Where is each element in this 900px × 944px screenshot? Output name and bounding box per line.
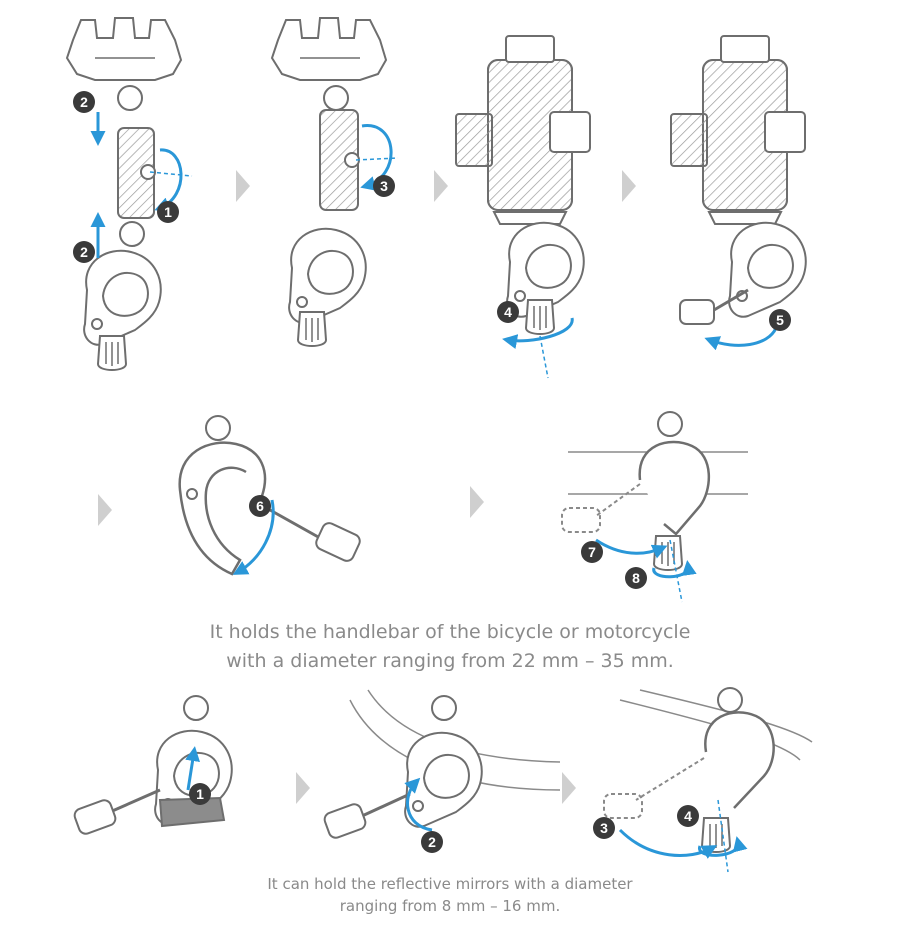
cradle-part — [66, 17, 182, 81]
rubber-insert — [158, 796, 226, 828]
tightening-knob — [97, 335, 127, 371]
step-badge-4: 4 — [677, 805, 699, 827]
step-badge-4: 4 — [497, 301, 519, 323]
step-badge-7: 7 — [581, 541, 603, 563]
insert-arrow — [185, 746, 201, 791]
knob-ghost — [561, 507, 601, 533]
knob-side — [73, 799, 117, 835]
chevron-right-icon — [98, 494, 112, 526]
panel-step7-8-close-clamp — [561, 411, 748, 603]
svg-text:1: 1 — [164, 204, 172, 220]
svg-text:2: 2 — [80, 94, 88, 110]
open-clamp-jaw — [178, 441, 267, 576]
tighten-knob-arrow — [652, 560, 697, 579]
chevron-right-icon — [470, 486, 484, 518]
knob-swung — [679, 299, 715, 325]
panel-mirror-step3-4 — [603, 687, 813, 873]
step-badge-8: 8 — [625, 567, 647, 589]
step-badge-2: 2 — [73, 241, 95, 263]
step-badge-2: 2 — [421, 831, 443, 853]
svg-text:6: 6 — [256, 498, 264, 514]
step-badge-5: 5 — [769, 309, 791, 331]
svg-text:3: 3 — [600, 820, 608, 836]
panel-mirror-step2 — [323, 689, 561, 839]
axis-dashed-line — [149, 171, 193, 177]
handlebar-caption: It holds the handlebar of the bicycle or… — [0, 618, 900, 676]
svg-text:5: 5 — [776, 312, 784, 328]
svg-text:1: 1 — [196, 786, 204, 802]
step-badge-2: 2 — [73, 91, 95, 113]
step-badge-1: 1 — [189, 783, 211, 805]
step-badges: 2 2 1 3 4 5 6 7 8 1 2 3 4 — [73, 91, 791, 853]
ball-joint-bottom — [119, 221, 145, 247]
svg-text:8: 8 — [632, 570, 640, 586]
mirror-caption: It can hold the reflective mirrors with … — [0, 873, 900, 917]
step-badge-3: 3 — [373, 175, 395, 197]
panel-step3-assembled — [271, 17, 399, 347]
svg-text:2: 2 — [80, 244, 88, 260]
chevron-right-icon — [434, 170, 448, 202]
swing-arrow — [704, 327, 778, 351]
rotate-arrow — [154, 148, 183, 212]
panel-step4-phone-holder — [455, 35, 591, 379]
svg-text:7: 7 — [588, 544, 596, 560]
panel-step6-open-clamp — [178, 415, 361, 576]
handlebar-caption-line2: with a diameter ranging from 22 mm – 35 … — [226, 650, 674, 672]
svg-text:4: 4 — [684, 808, 692, 824]
chevron-right-icon — [296, 772, 310, 804]
panel-step5-swing-knob — [670, 35, 807, 351]
handlebar-clamp — [83, 249, 162, 346]
svg-text:3: 3 — [380, 178, 388, 194]
rotate-knob-arrow — [502, 317, 574, 349]
step-badge-1: 1 — [157, 201, 179, 223]
svg-text:4: 4 — [504, 304, 512, 320]
handlebar-caption-line1: It holds the handlebar of the bicycle or… — [209, 621, 691, 643]
close-arrow — [595, 538, 668, 559]
panel-mirror-step1 — [73, 695, 233, 835]
chevron-right-icon — [562, 772, 576, 804]
step-badge-6: 6 — [249, 495, 271, 517]
step-badge-3: 3 — [593, 817, 615, 839]
close-jaw-arrow — [404, 777, 433, 832]
knob-loosened — [315, 522, 361, 562]
double-socket-arm — [117, 127, 156, 219]
chevron-right-icon — [622, 170, 636, 202]
panel-step1-assembly — [66, 17, 193, 371]
open-arrow — [232, 499, 275, 575]
svg-text:2: 2 — [428, 834, 436, 850]
chevron-right-icon — [236, 170, 250, 202]
mirror-caption-line1: It can hold the reflective mirrors with … — [267, 875, 633, 893]
ball-joint-top — [117, 85, 143, 111]
mirror-caption-line2: ranging from 8 mm – 16 mm. — [339, 897, 561, 915]
